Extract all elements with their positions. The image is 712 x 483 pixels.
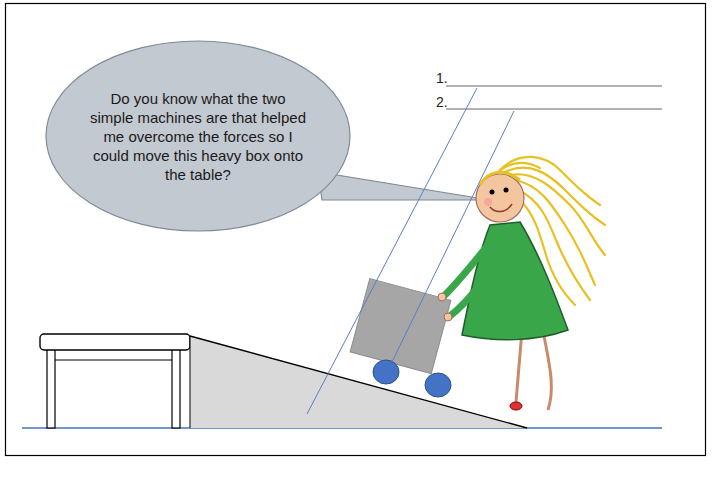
wheel — [425, 373, 451, 397]
girl-smile — [490, 204, 512, 212]
girl-hand — [444, 313, 452, 321]
table-top — [40, 334, 190, 350]
box-group — [350, 278, 451, 373]
heavy-box — [350, 278, 451, 373]
girl-leg — [516, 330, 522, 402]
bubble-text: Do you know what the two simple machines… — [45, 89, 351, 184]
girl-fringe — [480, 172, 520, 185]
girl-cheek — [484, 198, 492, 206]
answer-line — [446, 108, 662, 110]
girl-dress — [462, 222, 568, 340]
table-leg — [172, 349, 180, 428]
bubble-ellipse — [46, 41, 350, 231]
bubble-tail — [318, 172, 490, 200]
wheel — [373, 360, 399, 384]
table-leg — [47, 349, 55, 428]
answer-number: 1. — [436, 70, 448, 86]
frame — [6, 4, 706, 456]
girl-hand — [438, 293, 446, 301]
answer-line — [446, 85, 662, 87]
leader-line — [392, 111, 514, 362]
girl-arm — [444, 245, 488, 296]
answer-number: 2. — [436, 94, 448, 110]
girl-shoe — [510, 402, 522, 410]
ramp-edge — [190, 336, 191, 428]
table-rail — [55, 360, 172, 361]
girl-leg — [543, 330, 551, 410]
girl-eye — [490, 190, 495, 195]
speech-bubble: Do you know what the two simple machines… — [45, 40, 351, 232]
girl-arm — [450, 250, 500, 316]
girl-eye — [504, 188, 509, 193]
